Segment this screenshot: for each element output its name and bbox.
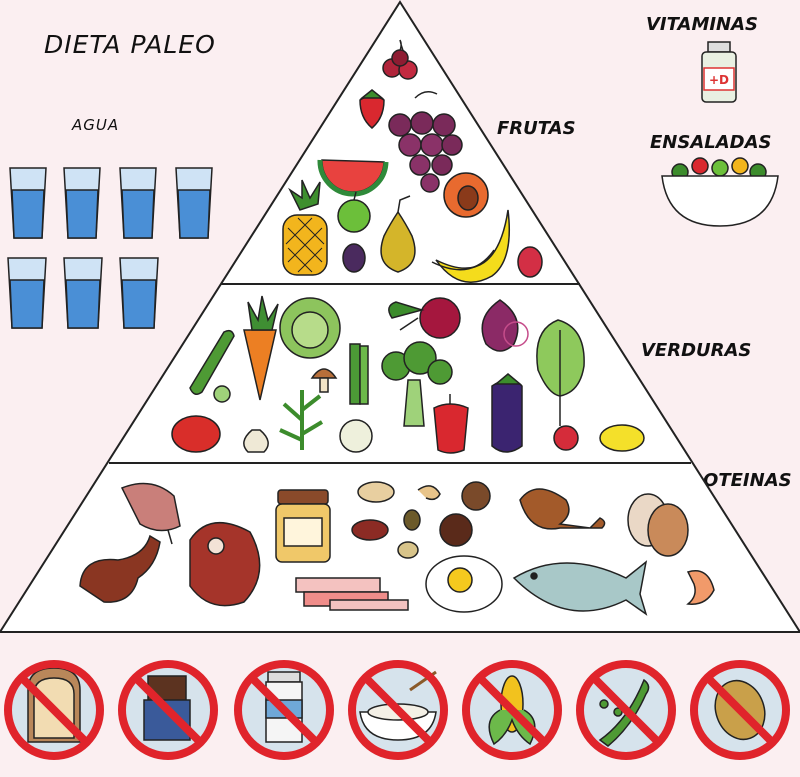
salad-bowl-icon [661, 157, 779, 227]
vegetables-section [171, 295, 645, 454]
strawberry-icon [359, 89, 385, 129]
fruits-section [282, 39, 543, 283]
fish-icon [512, 560, 648, 616]
no-rice-icon [348, 660, 448, 760]
garlic-icon [243, 429, 269, 453]
salads-label: ENSALADAS [650, 132, 772, 153]
vitamins-label: VITAMINAS [646, 14, 759, 35]
ham-leg-icon [79, 534, 161, 603]
bacon-icon [295, 577, 409, 611]
water-glass-icon [175, 167, 213, 239]
cherries-icon [382, 39, 418, 80]
chicken-leg-icon [519, 488, 606, 530]
page-title: DIETA PALEO [44, 30, 216, 59]
grapes-icon [388, 91, 463, 193]
water-glass-icon [63, 257, 103, 329]
apple-icon [337, 191, 371, 233]
leek-icon [339, 343, 373, 453]
herbs-icon [279, 390, 324, 450]
vitamin-bottle-icon: +D [701, 41, 737, 103]
peach-icon [443, 172, 489, 218]
vitamin-bottle-label: +D [709, 73, 729, 87]
vegetables-label: VERDURAS [641, 340, 752, 361]
no-corn-icon [462, 660, 562, 760]
red-onion-icon [481, 299, 529, 352]
blackberry-icon [342, 243, 366, 273]
pepper-icon [433, 394, 469, 454]
water-glass-icon [119, 257, 159, 329]
water-glass-icon [119, 167, 157, 239]
proteins-section [79, 481, 715, 616]
nuts-icon [351, 481, 491, 559]
water-glasses [7, 167, 213, 329]
pear-icon [380, 195, 416, 273]
forbidden-foods-row [4, 660, 790, 760]
water-label: AGUA [72, 116, 120, 134]
fruits-label: FRUTAS [497, 118, 576, 139]
no-chocolate-icon [118, 660, 218, 760]
shrimp-icon [686, 570, 715, 605]
fried-egg-icon [425, 555, 503, 613]
peanut-butter-jar-icon [275, 489, 331, 563]
no-peas-icon [576, 660, 676, 760]
meat-chunk-icon [120, 482, 181, 545]
bananas-icon [431, 209, 511, 283]
water-glass-icon [63, 167, 101, 239]
food-pyramid [0, 0, 800, 633]
water-glass-icon [7, 257, 47, 329]
lemon-icon [599, 424, 645, 452]
no-bread-icon [4, 660, 104, 760]
water-glass-icon [9, 167, 47, 239]
mushroom-icon [310, 368, 338, 393]
tomato-icon [171, 415, 221, 453]
cabbage-icon [279, 297, 341, 359]
beet-icon [388, 297, 461, 339]
pineapple-icon [282, 179, 328, 276]
no-potato-icon [690, 660, 790, 760]
cucumber-icon [189, 329, 235, 403]
raspberry-icon [517, 246, 543, 278]
eggplant-icon [491, 373, 523, 453]
broccoli-icon [381, 341, 453, 427]
lettuce-icon [536, 319, 585, 451]
eggs-icon [627, 493, 689, 557]
no-milk-icon [234, 660, 334, 760]
carrot-icon [243, 295, 279, 401]
steak-icon [189, 521, 261, 607]
watermelon-icon [317, 159, 389, 197]
